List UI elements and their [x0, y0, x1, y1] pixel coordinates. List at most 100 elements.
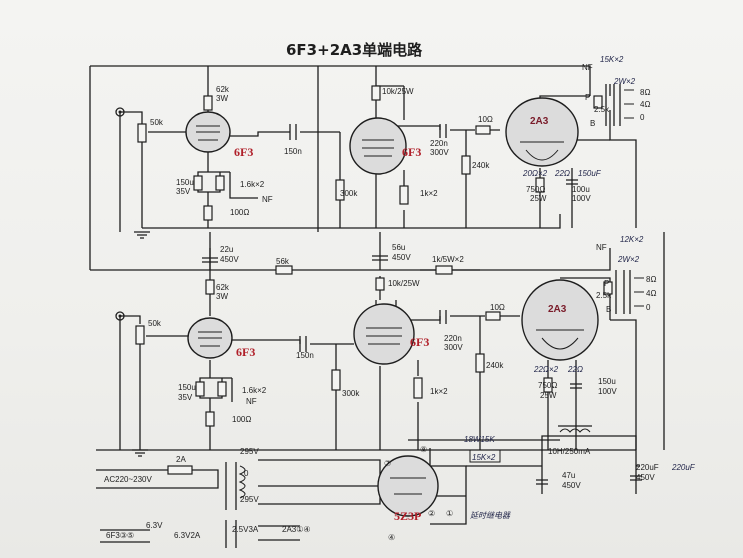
bottom-10ohm-res — [485, 311, 501, 321]
bottom-pot-label: 50k — [148, 319, 162, 328]
bottom-cathode-cap — [195, 381, 205, 397]
mid-10k-res — [375, 277, 385, 291]
schematic-title: 6F3+2A3单端电路 — [286, 41, 423, 59]
top-2-5k-res — [593, 95, 603, 109]
top-6f3-label: 6F3 — [234, 145, 253, 159]
bottom-300v-label: 300V — [444, 343, 463, 352]
top-750-label: 750Ω — [526, 185, 545, 194]
bottom-62k-label: 62k — [216, 283, 230, 292]
bottom-150n-cap — [299, 336, 307, 352]
bottom-10ohm-label: 10Ω — [490, 303, 505, 312]
bottom-220n-label: 220n — [444, 334, 462, 343]
bottom-volume-pot — [135, 325, 145, 345]
bottom-300k-res — [331, 369, 341, 391]
top-100v-label: 100V — [572, 194, 591, 203]
fil-6-3v-label: 6.3V — [146, 521, 163, 530]
top-1k-label: 1k×2 — [420, 189, 438, 198]
mid-56k-label: 56k — [276, 257, 290, 266]
top-ot-2w-label: 2W×2 — [613, 77, 636, 86]
top-1-6k-label: 1.6k×2 — [240, 180, 265, 189]
top-2a3-tube — [505, 97, 579, 167]
bottom-ot-nf-label: NF — [596, 243, 607, 252]
bottom-channel-wiring — [96, 232, 665, 451]
bottom-240k-label: 240k — [486, 361, 504, 370]
mid-1k-label: 1k/5W×2 — [432, 255, 464, 264]
rectifier-tube — [377, 455, 439, 517]
bottom-300k-label: 300k — [342, 389, 360, 398]
bottom-25w-label: 25W — [540, 391, 557, 400]
top-tap-4: 4Ω — [640, 100, 650, 109]
bottom-ot-2w-label: 2W×2 — [617, 255, 640, 264]
hand-15k-label: 15K×2 — [472, 453, 496, 462]
bottom-nf-label: NF — [246, 397, 257, 406]
choke-label: 10H/250mA — [548, 447, 591, 456]
filter-choke — [558, 425, 592, 433]
bottom-62k-power-label: 3W — [216, 292, 228, 301]
mid-10k-label: 10k/25W — [388, 279, 420, 288]
bottom-750ohm-res — [543, 377, 553, 393]
bottom-hand-22-label: 22Ω — [567, 365, 583, 374]
bottom-2a3-tube — [521, 279, 599, 361]
psu-47u-cap — [536, 479, 548, 485]
top-ot-nf-label: NF — [582, 63, 593, 72]
top-10k-resistor — [371, 85, 381, 101]
mid-56u-cap — [372, 255, 388, 261]
mid-22u-cap — [202, 257, 218, 263]
rect-pin-4: ④ — [388, 533, 395, 542]
top-cathode-res — [215, 175, 225, 191]
top-150n-label: 150n — [284, 147, 302, 156]
fil-6f3-pins-label: 6F3③⑤ — [106, 531, 134, 540]
power-supply-wiring — [96, 435, 640, 543]
bottom-pentode-tube — [353, 303, 415, 365]
bottom-100ohm-res — [205, 411, 215, 427]
delay-relay-res-box — [469, 449, 501, 463]
top-pot-label: 50k — [150, 118, 164, 127]
top-pentode-label: 6F3 — [402, 145, 421, 159]
fuse-label: 2A — [176, 455, 186, 464]
top-100u-label: 100u — [572, 185, 590, 194]
bottom-100ohm-label: 100Ω — [232, 415, 251, 424]
psu-220u-cap — [630, 475, 642, 481]
hv-295-label-2: 295V — [240, 495, 259, 504]
top-62k-resistor — [203, 95, 213, 111]
mains-label: AC220~230V — [104, 475, 152, 484]
top-300k-label: 300k — [340, 189, 358, 198]
power-transformer — [225, 462, 246, 548]
bottom-tap-4: 4Ω — [646, 289, 656, 298]
top-nf-label: NF — [262, 195, 273, 204]
top-ot-15k-label: 15K×2 — [600, 55, 624, 64]
top-filament-res-label: 20Ω×2 — [522, 169, 548, 178]
top-240k-label: 240k — [472, 161, 490, 170]
top-300v-label: 300V — [430, 148, 449, 157]
mid-56k-res — [275, 265, 293, 275]
mid-22u-label: 22u — [220, 245, 233, 254]
psu-220u-label: 220uF — [636, 463, 659, 472]
rect-pin-7: ⑦ — [384, 459, 391, 468]
top-150u-label: 150u — [176, 178, 194, 187]
fil-2a3-pins-label: 2A3①④ — [282, 525, 311, 534]
top-channel-wiring — [89, 65, 637, 270]
top-volume-pot — [137, 123, 147, 143]
top-2-5k-label: 2.5k — [594, 105, 610, 114]
top-cathode-bypass-cap — [566, 179, 578, 185]
bottom-2-5k-label: 2.5k — [596, 291, 612, 300]
top-100ohm-label: 100Ω — [230, 208, 249, 217]
top-cathode-cap — [193, 175, 203, 191]
mid-56u-v-label: 450V — [392, 253, 411, 262]
bottom-2a3-label: 2A3 — [548, 304, 567, 315]
bottom-pentode-label: 6F3 — [410, 335, 429, 349]
bottom-150n-label: 150n — [296, 351, 314, 360]
top-input-jack — [115, 107, 125, 117]
bottom-input-jack — [115, 311, 125, 321]
bottom-tap-0: 0 — [646, 303, 651, 312]
bottom-150u-out-label: 150u — [598, 377, 616, 386]
top-ot-p-label: P — [585, 93, 590, 102]
top-10ohm-label: 10Ω — [478, 115, 493, 124]
bottom-220n-cap — [439, 310, 447, 324]
top-240k-res — [461, 155, 471, 175]
top-tap-0: 0 — [640, 113, 645, 122]
top-300k-res — [335, 179, 345, 201]
top-150uf-hand-label: 150uF — [578, 169, 602, 178]
top-100ohm-res — [203, 205, 213, 221]
bottom-2-5k-res — [603, 281, 613, 295]
